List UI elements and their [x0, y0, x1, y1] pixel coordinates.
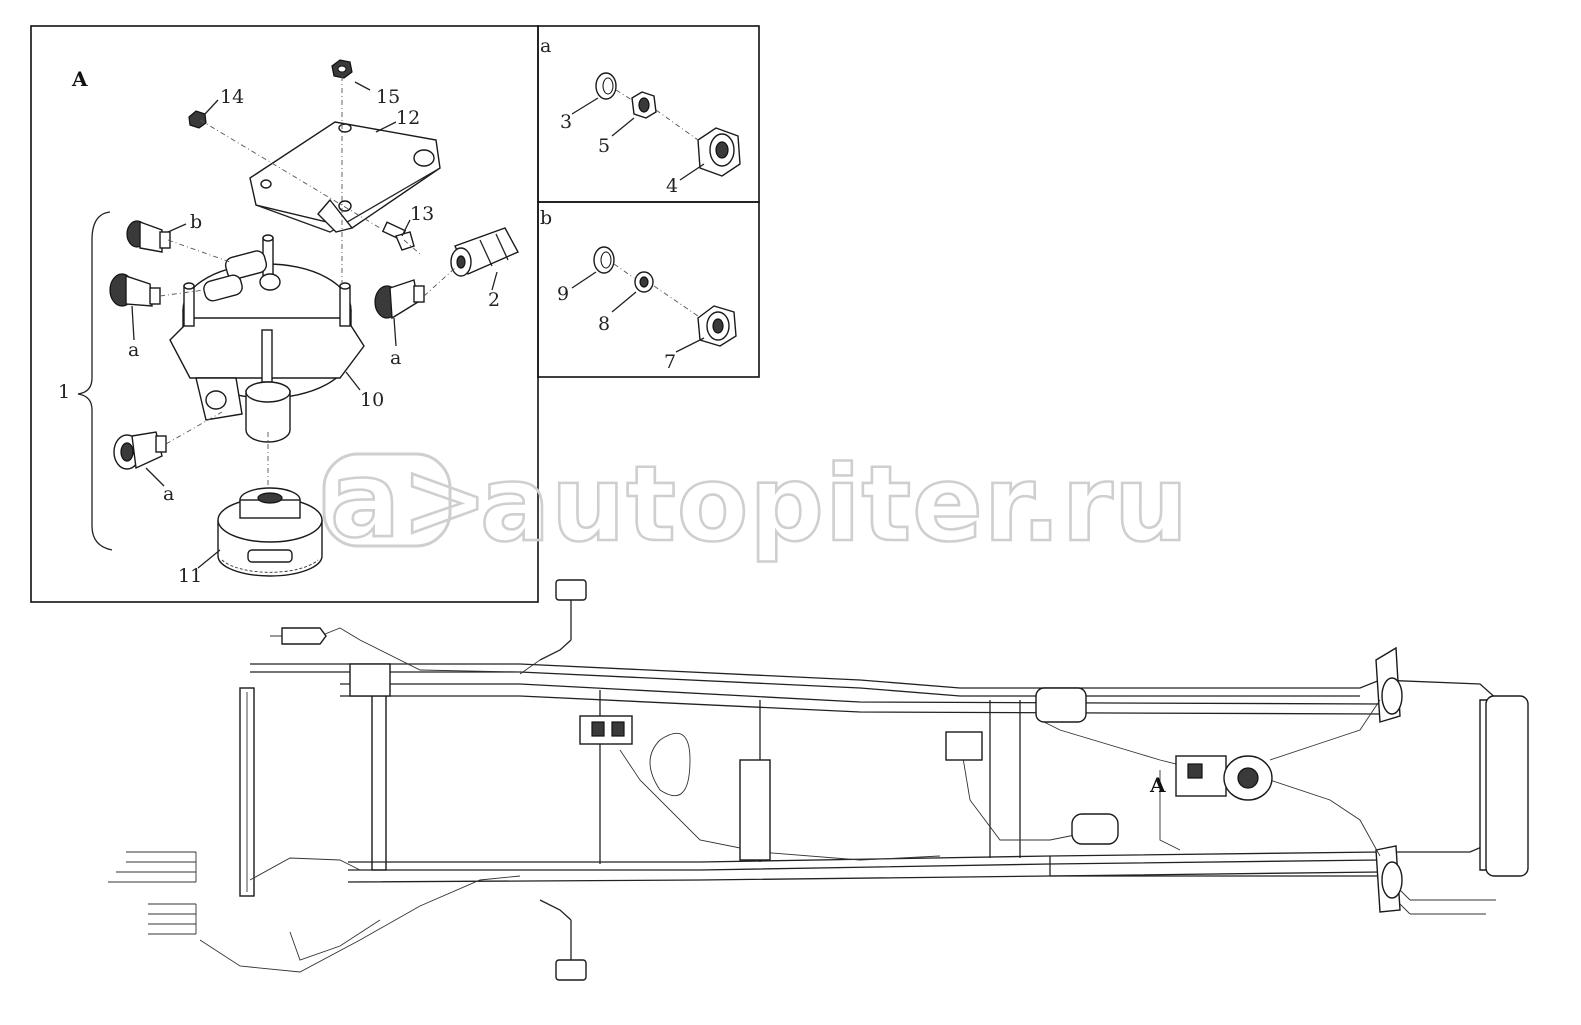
label-9: 9 [557, 283, 569, 305]
bracket-12 [249, 121, 441, 233]
fitting-a-bottom [113, 431, 167, 470]
label-a-left: a [128, 339, 139, 361]
fitting-7 [697, 305, 737, 347]
nut-15 [331, 59, 353, 79]
frame-rail-bottom [348, 839, 1499, 863]
center-valve-assembly [739, 759, 771, 861]
mid-valve [945, 731, 983, 761]
chassis-callout-a: A [1149, 773, 1166, 797]
label-13: 13 [410, 203, 434, 225]
rear-air-tank [1071, 813, 1119, 845]
nut-5 [631, 91, 657, 119]
relay-valve-10 [169, 234, 365, 443]
fitting-a-right [374, 279, 425, 320]
panel-a-detail-title: a [540, 35, 551, 57]
label-12: 12 [396, 107, 420, 129]
watermark: a> autopiter.ru [322, 438, 1189, 566]
panel-a-exploded-view: A [30, 25, 539, 603]
label-b: b [190, 211, 202, 233]
label-15: 15 [376, 86, 400, 108]
rear-bumper [1485, 695, 1529, 877]
watermark-logo [322, 452, 452, 548]
label-11: 11 [178, 565, 202, 587]
air-tank [1035, 687, 1087, 723]
panel-b-detail-title: b [540, 207, 552, 229]
label-5: 5 [598, 135, 610, 157]
label-14: 14 [220, 86, 244, 108]
front-connector [281, 627, 327, 645]
nut-14 [188, 110, 207, 129]
label-4: 4 [666, 175, 678, 197]
annotation-group-left [108, 851, 197, 935]
chassis-relay-valve-a [1175, 755, 1273, 801]
label-1: 1 [58, 381, 70, 403]
panel-a-detail: a 3 5 4 [537, 25, 760, 203]
watermark-text: autopiter.ru [480, 443, 1189, 565]
brace-1 [77, 211, 113, 551]
cap-11 [217, 487, 323, 577]
fitting-a-left [109, 273, 161, 307]
label-3: 3 [560, 111, 572, 133]
nut-8 [634, 271, 654, 293]
label-2: 2 [488, 289, 500, 311]
watermark-logo-text: a> [330, 439, 489, 561]
air-line-loop [649, 732, 691, 797]
panel-b-detail-frame [537, 201, 760, 378]
label-a-right: a [390, 347, 401, 369]
front-brake-chamber-bottom [539, 899, 587, 981]
panel-b-detail: b 9 8 7 [537, 201, 760, 378]
label-7: 7 [664, 351, 676, 373]
front-axle [371, 689, 387, 871]
label-a-bottom: a [163, 483, 174, 505]
chassis-layout: A [108, 579, 1529, 981]
label-10: 10 [360, 389, 384, 411]
frame-rail-top [250, 663, 1499, 701]
fitting-2 [450, 227, 519, 277]
air-line-2 [199, 875, 521, 973]
rear-brake-chamber-bottom [1375, 845, 1403, 913]
panel-a-title: A [71, 67, 88, 91]
bolt-13 [381, 221, 415, 251]
front-brake-chamber-top [539, 579, 587, 661]
rear-brake-chamber-top [1375, 646, 1403, 723]
ring-9 [593, 246, 615, 274]
fitting-b [126, 220, 171, 253]
label-8: 8 [598, 313, 610, 335]
ring-3 [595, 72, 617, 100]
front-valve [349, 663, 391, 697]
fitting-4 [697, 127, 741, 177]
